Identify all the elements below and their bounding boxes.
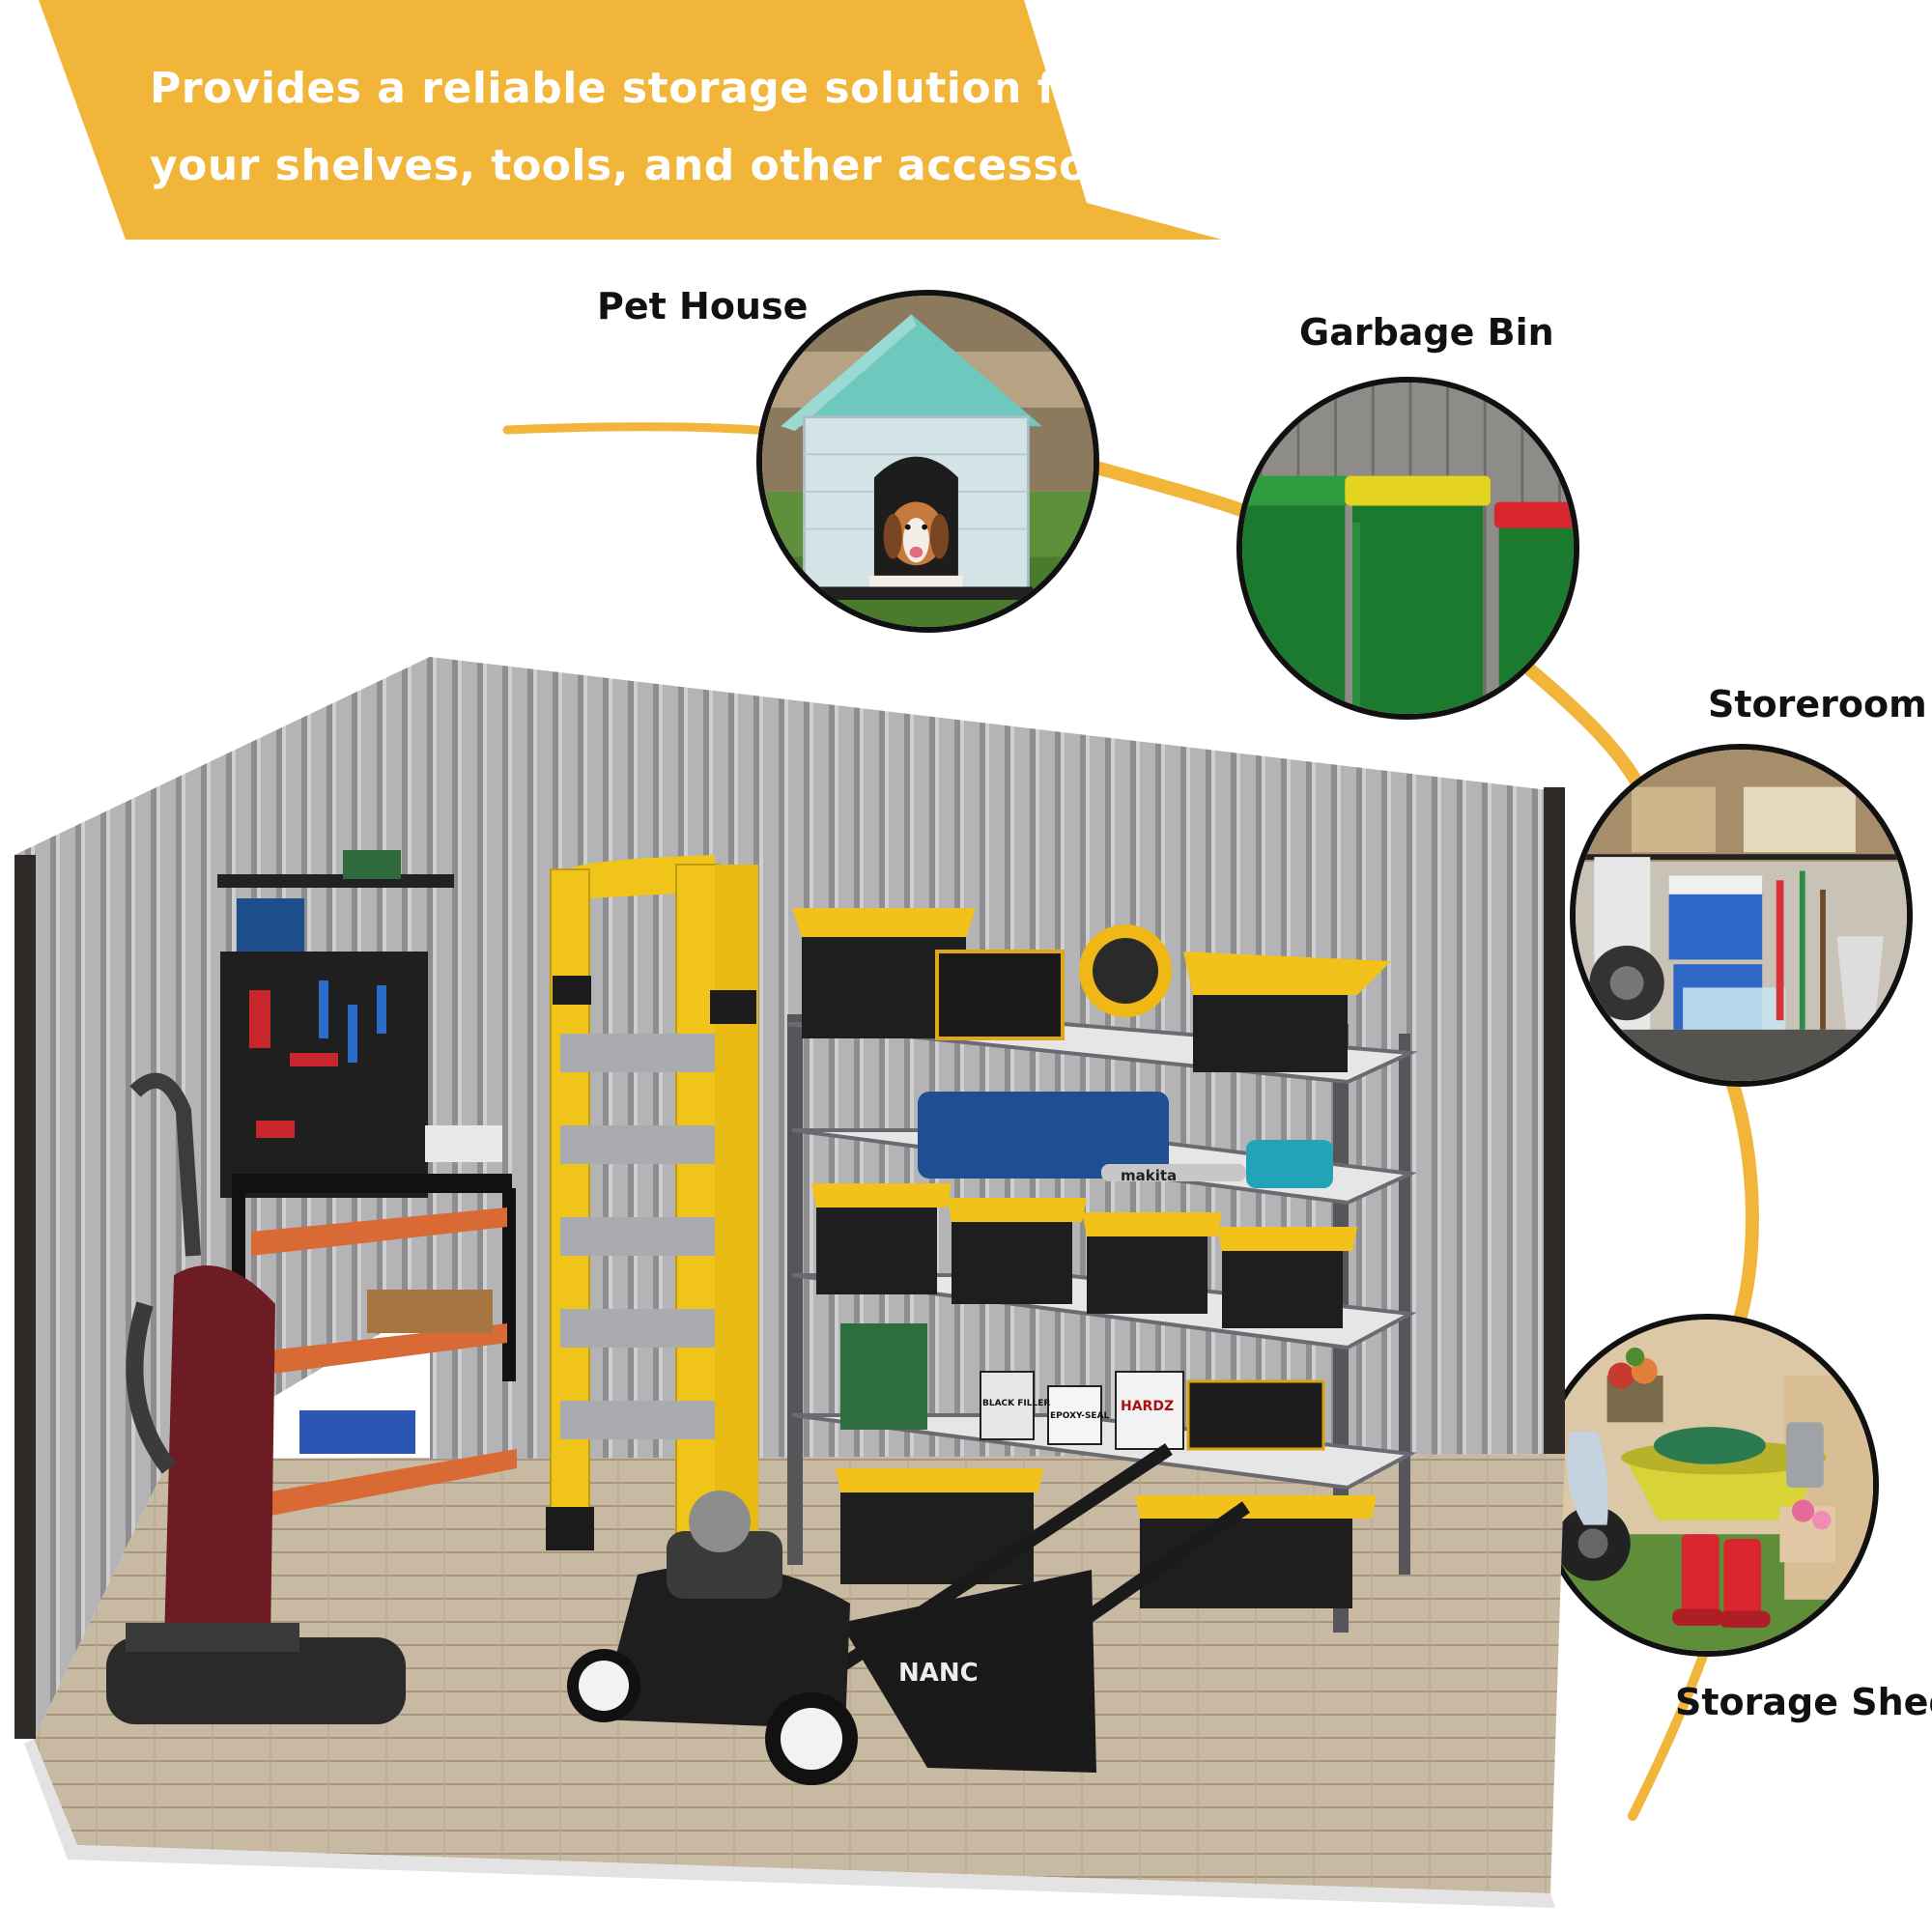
can-label-3: HARDZ: [1121, 1399, 1174, 1414]
label-garbage-bin: Garbage Bin: [1299, 311, 1554, 354]
step-ladder: [546, 855, 758, 1550]
can-label-2: EPOXY-SEAL: [1050, 1411, 1110, 1421]
lawn-mower: NANC: [567, 1443, 1251, 1785]
banner-shape: [39, 0, 1222, 240]
headline-line-1: Provides a reliable storage solution for: [150, 64, 1108, 113]
vacuum-cleaner: [106, 1072, 406, 1724]
workbench: [217, 850, 517, 1517]
headline-banner: [39, 0, 1222, 240]
storeroom-illustration: [1576, 750, 1907, 1081]
can-label-1: BLACK FILLER: [982, 1399, 1050, 1408]
label-pet-house: Pet House: [597, 285, 809, 327]
storeroom-photo: [1570, 744, 1913, 1087]
saw-brand: makita: [1121, 1167, 1177, 1184]
label-storage-shed: Storage Shed: [1675, 1681, 1932, 1723]
mower-brand: NANC: [898, 1659, 979, 1688]
label-storeroom: Storeroom: [1708, 683, 1927, 725]
headline-text: Provides a reliable storage solution for…: [150, 50, 1197, 205]
headline-line-2: your shelves, tools, and other accessori…: [150, 141, 1197, 190]
